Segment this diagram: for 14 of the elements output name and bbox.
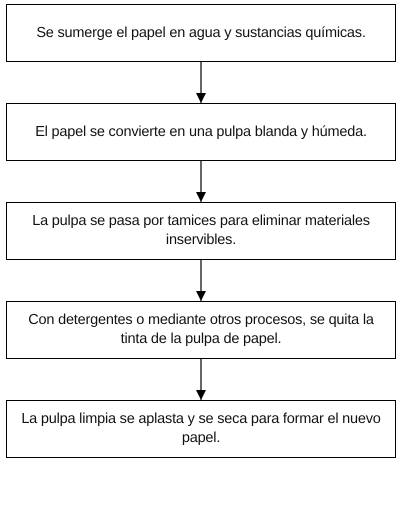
process-box xyxy=(6,202,396,260)
process-box xyxy=(6,103,396,161)
process-box xyxy=(6,400,396,458)
process-box xyxy=(6,301,396,359)
step-text: La pulpa limpia se aplasta y se seca para formar el nuevo papel. xyxy=(20,410,382,448)
arrow xyxy=(196,359,206,400)
step-text: El papel se convierte en una pulpa blanda y húmeda. xyxy=(35,122,367,142)
arrow xyxy=(196,161,206,202)
step-text: La pulpa se pasa por tamices para eliminar materiales inservibles. xyxy=(31,212,371,250)
process-box xyxy=(6,4,396,62)
step-text: Se sumerge el papel en agua y sustancias químicas. xyxy=(36,24,366,42)
arrow xyxy=(196,260,206,301)
arrow xyxy=(196,62,206,103)
step-text: Con detergentes o mediante otros procesos, se quita la tinta de la pulpa de papel. xyxy=(27,311,375,349)
